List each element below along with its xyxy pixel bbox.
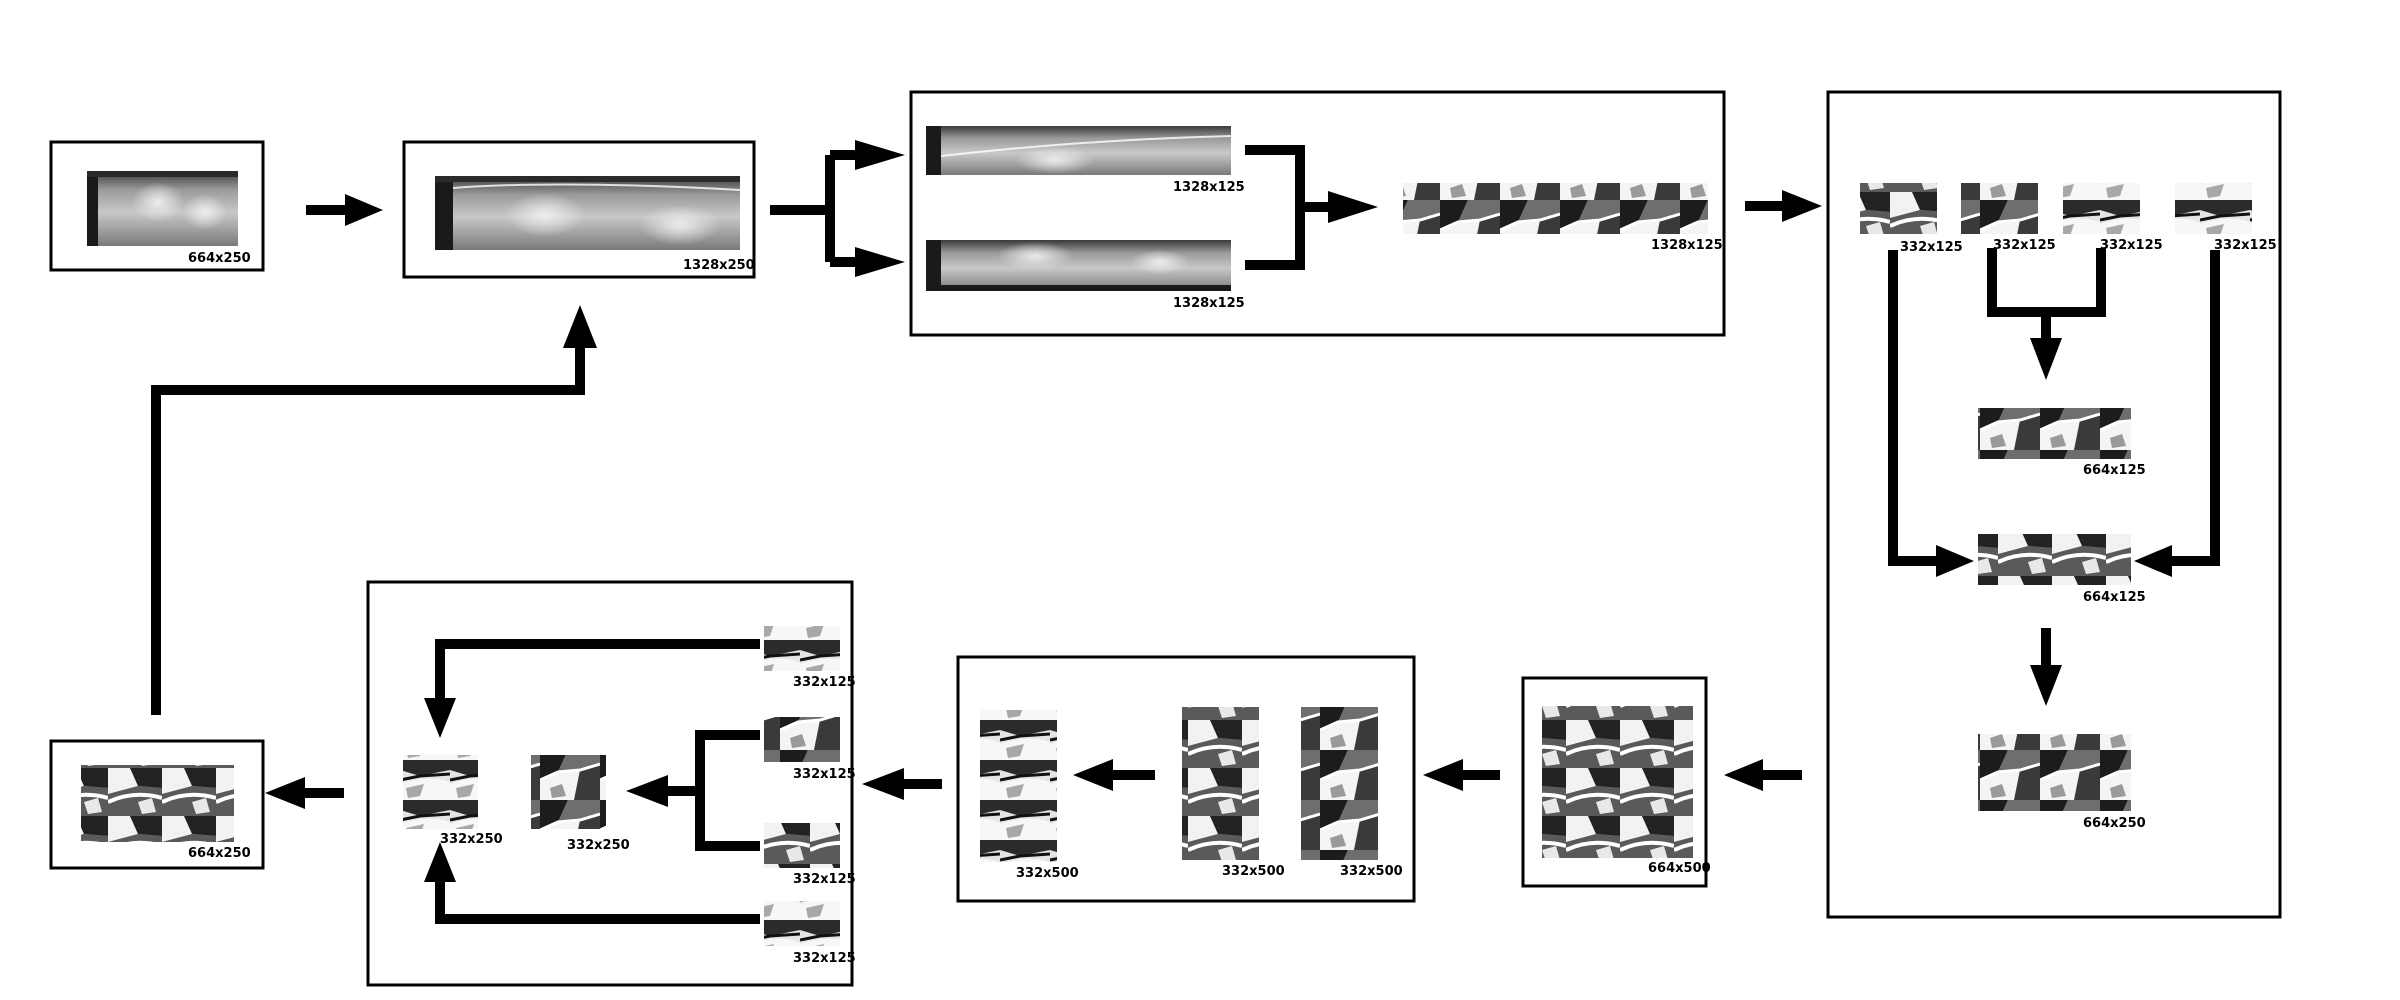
piece-1-image <box>764 626 840 671</box>
quarter-2-image <box>1961 183 2038 234</box>
square-left-size-label: 332x500 <box>1222 864 1285 879</box>
arrow-feedback-head <box>563 305 597 348</box>
merged-outer-size-label: 664x125 <box>2083 590 2146 605</box>
combined-left-image <box>403 755 478 829</box>
piece-4-image <box>764 901 840 946</box>
bottom-strip-image <box>926 240 1231 291</box>
square-left-half-image <box>1182 707 1259 860</box>
quarter-3-size-label: 332x125 <box>2100 238 2163 253</box>
quarter-1-image <box>1860 183 1937 234</box>
upscale-to-split-connector <box>770 150 858 267</box>
piece-2-image <box>764 717 840 762</box>
arrow-segmented-to-quarters <box>1745 190 1822 222</box>
piece-4-connector <box>435 880 760 924</box>
quarter-1-size-label: 332x125 <box>1900 240 1963 255</box>
arrow-piece-4-head <box>424 842 456 882</box>
stacked-size-label: 664x250 <box>2083 816 2146 831</box>
output-size-label: 664x250 <box>188 846 251 861</box>
arrow-pieces-to-right-combined-head <box>626 775 668 807</box>
arrow-split-top-head <box>855 140 905 170</box>
upscaled-thermal-image <box>435 176 741 250</box>
arrow-combined-to-output <box>265 777 344 809</box>
left-quarter-connector <box>1888 250 1940 566</box>
stacked-image <box>1978 734 2131 811</box>
strip-bottom-size-label: 1328x125 <box>1173 296 1245 311</box>
combined-left-size-label: 332x250 <box>440 832 503 847</box>
piece-4-size-label: 332x125 <box>793 951 856 966</box>
arrow-middle-merge-head <box>2030 338 2062 380</box>
merged-middle-size-label: 664x125 <box>2083 463 2146 478</box>
arrow-input-to-upscaled <box>306 194 383 226</box>
middle-quarters-connector <box>1987 248 2106 340</box>
segmented-strip-image <box>1403 183 1708 234</box>
square-size-label: 664x500 <box>1648 861 1711 876</box>
arrow-stack-to-square <box>1724 759 1802 791</box>
shuffled-image <box>980 710 1057 862</box>
piece-2-3-connector <box>665 730 760 851</box>
merged-outer-image <box>1978 534 2131 585</box>
arrow-right-quarter-head <box>2134 545 2172 577</box>
feedback-connector <box>151 345 585 715</box>
square-right-size-label: 332x500 <box>1340 864 1403 879</box>
piece-3-image <box>764 823 840 868</box>
square-right-half-image <box>1301 707 1378 860</box>
piece-3-size-label: 332x125 <box>793 872 856 887</box>
arrow-merge-head <box>1328 191 1378 223</box>
shuffled-size-label: 332x500 <box>1016 866 1079 881</box>
combined-right-image <box>531 755 606 829</box>
arrow-left-quarter-head <box>1936 545 1974 577</box>
arrow-merge-to-stack <box>2030 628 2062 706</box>
piece-1-connector <box>435 639 760 700</box>
quarter-3-image <box>2063 183 2140 234</box>
arrow-halves-to-shuffled <box>1073 759 1155 791</box>
arrow-square-to-halves <box>1423 759 1500 791</box>
merged-middle-image <box>1978 408 2131 459</box>
top-strip-image <box>926 126 1232 175</box>
piece-2-size-label: 332x125 <box>793 767 856 782</box>
output-image <box>81 765 234 842</box>
right-quarter-connector <box>2168 250 2220 566</box>
upscaled-size-label: 1328x250 <box>683 258 755 273</box>
segmented-size-label: 1328x125 <box>1651 238 1723 253</box>
strips-merge-connector <box>1245 145 1330 270</box>
strip-top-size-label: 1328x125 <box>1173 180 1245 195</box>
quarter-4-size-label: 332x125 <box>2214 238 2277 253</box>
quarter-2-size-label: 332x125 <box>1993 238 2056 253</box>
arrow-split-bottom-head <box>855 247 905 277</box>
square-image <box>1542 706 1693 858</box>
piece-1-size-label: 332x125 <box>793 675 856 690</box>
combined-right-size-label: 332x250 <box>567 838 630 853</box>
input-size-label: 664x250 <box>188 251 251 266</box>
arrow-shuffled-to-pieces <box>862 768 942 800</box>
arrow-piece-1-head <box>424 698 456 738</box>
input-thermal-image <box>87 171 238 246</box>
quarter-4-image <box>2175 183 2252 234</box>
